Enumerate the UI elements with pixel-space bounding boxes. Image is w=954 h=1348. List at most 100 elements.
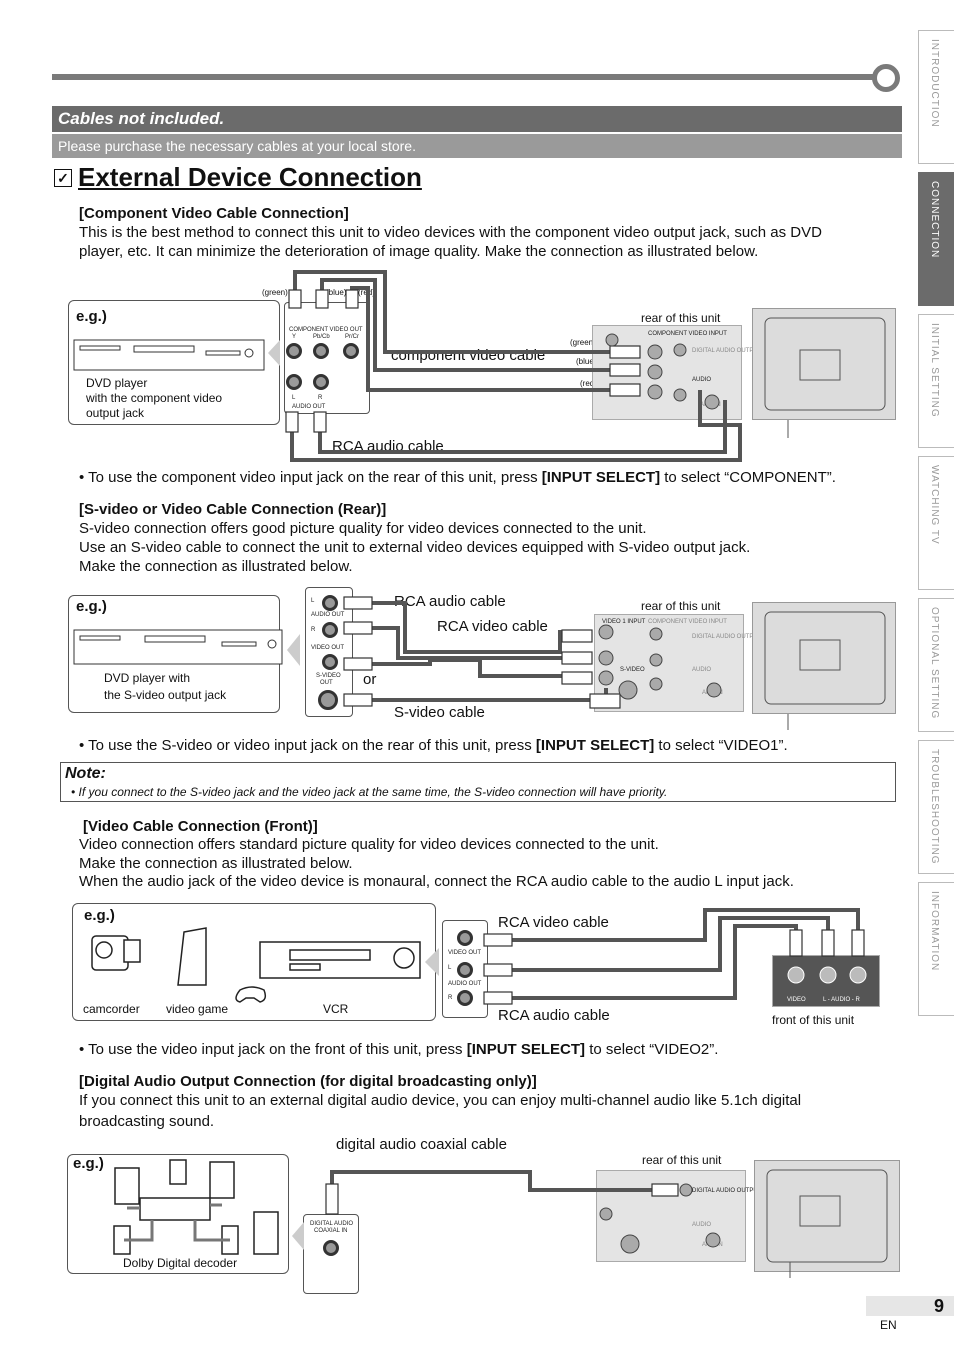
tab-connection[interactable]: CONNECTION: [918, 172, 954, 306]
digital-device-label: Dolby Digital decoder: [123, 1256, 238, 1270]
svideo-unit-panel-video1: VIDEO 1 INPUT: [602, 619, 646, 625]
component-unit-panel-digital: DIGITAL AUDIO OUTPUT: [692, 348, 762, 354]
tab-initial-setting[interactable]: INITIAL SETTING: [918, 314, 954, 448]
svideo-unit-panel-component: COMPONENT VIDEO INPUT: [648, 619, 727, 625]
front-line-1: Video connection offers standard picture…: [79, 836, 659, 853]
component-eg-label: e.g.): [76, 308, 107, 325]
component-jack-pr: [343, 343, 359, 359]
front-heading: [Video Cable Connection (Front)]: [83, 818, 318, 835]
front-video-cable-label: RCA video cable: [498, 914, 609, 931]
svideo-panel-audio-out: AUDIO OUT: [311, 612, 345, 618]
svideo-tv-rear-detail: [764, 611, 886, 730]
tab-introduction[interactable]: INTRODUCTION: [918, 30, 954, 164]
svideo-dvd-player: [73, 629, 283, 665]
digital-panel-label-2: COAXIAL IN: [314, 1228, 348, 1234]
front-panel-r: R: [448, 995, 453, 1001]
component-unit-panel-audio: AUDIO: [692, 377, 712, 383]
video-game-icon: [177, 927, 267, 1003]
component-line-1: This is the best method to connect this …: [79, 224, 822, 241]
cables-notice-text: Please purchase the necessary cables at …: [52, 134, 902, 158]
component-unit-color-blue: (blue): [576, 357, 597, 366]
component-tv-rear: [752, 308, 896, 420]
component-device-label-1: DVD player: [86, 376, 148, 390]
svideo-panel-l: L: [311, 598, 315, 604]
svideo-audio-cable-label: RCA audio cable: [394, 593, 506, 610]
front-jack-audio-r: [457, 990, 473, 1006]
component-jack-audio-l: [286, 374, 302, 390]
tab-watching-tv[interactable]: WATCHING TV: [918, 456, 954, 590]
page-number: 9: [866, 1296, 954, 1316]
input-select-key: [INPUT SELECT]: [541, 469, 661, 486]
svideo-panel-svideo: S-VIDEO: [316, 673, 341, 679]
page-title: ✓External Device Connection: [54, 162, 422, 193]
tab-troubleshooting[interactable]: TROUBLESHOOTING: [918, 740, 954, 874]
component-jack-audio-r: [313, 374, 329, 390]
front-device-vcr: VCR: [323, 1002, 349, 1016]
component-panel-audio-l: L: [292, 395, 296, 401]
front-eg-label: e.g.): [84, 907, 115, 924]
component-color-blue: (blue): [326, 288, 347, 297]
svideo-unit-panel-audio: AUDIO: [692, 667, 712, 673]
svideo-jack-audio-r: [322, 622, 338, 638]
component-dvd-player: [73, 339, 265, 371]
component-bullet: • To use the component video input jack …: [79, 469, 836, 486]
header-rule-knob: [872, 64, 900, 92]
component-panel-title: COMPONENT VIDEO OUT: [289, 327, 363, 333]
component-rear-label: rear of this unit: [641, 311, 721, 325]
digital-tv-rear: [754, 1160, 900, 1272]
component-device-label-2: with the component video: [86, 391, 223, 405]
cables-notice-heading: Cables not included.: [52, 106, 902, 132]
digital-unit-panel-digital: DIGITAL AUDIO OUTPUT: [692, 1188, 762, 1194]
svideo-panel-out: OUT: [320, 680, 333, 686]
digital-input-panel: [303, 1214, 359, 1294]
component-panel-jack-y: Y: [292, 334, 297, 340]
svideo-device-label-1: DVD player with: [104, 671, 191, 685]
vcr-icon: [259, 941, 421, 979]
component-cable-green: [293, 270, 620, 354]
component-unit-color-red: (red): [580, 379, 597, 388]
component-line-2: player, etc. It can minimize the deterio…: [79, 243, 759, 260]
svideo-line-3: Make the connection as illustrated below…: [79, 558, 353, 575]
svideo-unit-panel-digital: DIGITAL AUDIO OUTPUT: [692, 634, 762, 640]
svideo-device-label-2: the S-video output jack: [104, 688, 227, 702]
header-rule: [52, 74, 882, 80]
component-unit-color-green: (green): [570, 338, 596, 347]
component-color-green: (green): [262, 288, 288, 297]
component-tv-rear-detail: [764, 317, 886, 438]
input-select-key: [INPUT SELECT]: [535, 737, 655, 754]
svideo-svideo-cable-label: S-video cable: [394, 704, 485, 721]
front-audio-cable-label: RCA audio cable: [498, 1007, 610, 1024]
svideo-tv-rear: [752, 602, 896, 714]
digital-line-1: If you connect this unit to an external …: [79, 1092, 802, 1109]
tab-information[interactable]: INFORMATION: [918, 882, 954, 1016]
digital-panel-label-1: DIGITAL AUDIO: [310, 1221, 354, 1227]
svideo-panel-r: R: [311, 627, 316, 633]
front-jack-audio-l: [457, 962, 473, 978]
front-unit-label: front of this unit: [772, 1013, 855, 1027]
front-panel-video-out: VIDEO OUT: [448, 950, 482, 956]
component-panel-audio-r: R: [318, 395, 323, 401]
svideo-or-label: or: [363, 671, 377, 688]
tab-optional-setting[interactable]: OPTIONAL SETTING: [918, 598, 954, 732]
component-jack-pb: [313, 343, 329, 359]
component-panel-audio-title: AUDIO OUT: [292, 404, 326, 410]
digital-unit-panel-audio: AUDIO: [692, 1222, 712, 1228]
note-text: • If you connect to the S-video jack and…: [71, 785, 668, 799]
front-device-video-game: video game: [166, 1002, 229, 1016]
front-unit-panel-video: VIDEO: [787, 997, 806, 1003]
camcorder-icon: [91, 935, 141, 971]
component-panel-jack-pr: Pr/Cr: [345, 334, 359, 340]
front-line-2: Make the connection as illustrated below…: [79, 855, 353, 872]
front-unit-panel-audio: L - AUDIO - R: [823, 997, 860, 1003]
page-title-text: External Device Connection: [78, 162, 422, 192]
front-panel-l: L: [448, 965, 452, 971]
svideo-jack-svideo: [318, 690, 338, 710]
svideo-jack-audio-l: [322, 595, 338, 611]
front-bullet: • To use the video input jack on the fro…: [79, 1041, 719, 1058]
svideo-unit-panel-svideo: S-VIDEO: [620, 667, 645, 673]
svideo-line-2: Use an S-video cable to connect the unit…: [79, 539, 751, 556]
svideo-jack-video: [322, 654, 338, 670]
svideo-panel-video-out: VIDEO OUT: [311, 645, 345, 651]
component-panel-jack-pb: Pb/Cb: [313, 334, 330, 340]
